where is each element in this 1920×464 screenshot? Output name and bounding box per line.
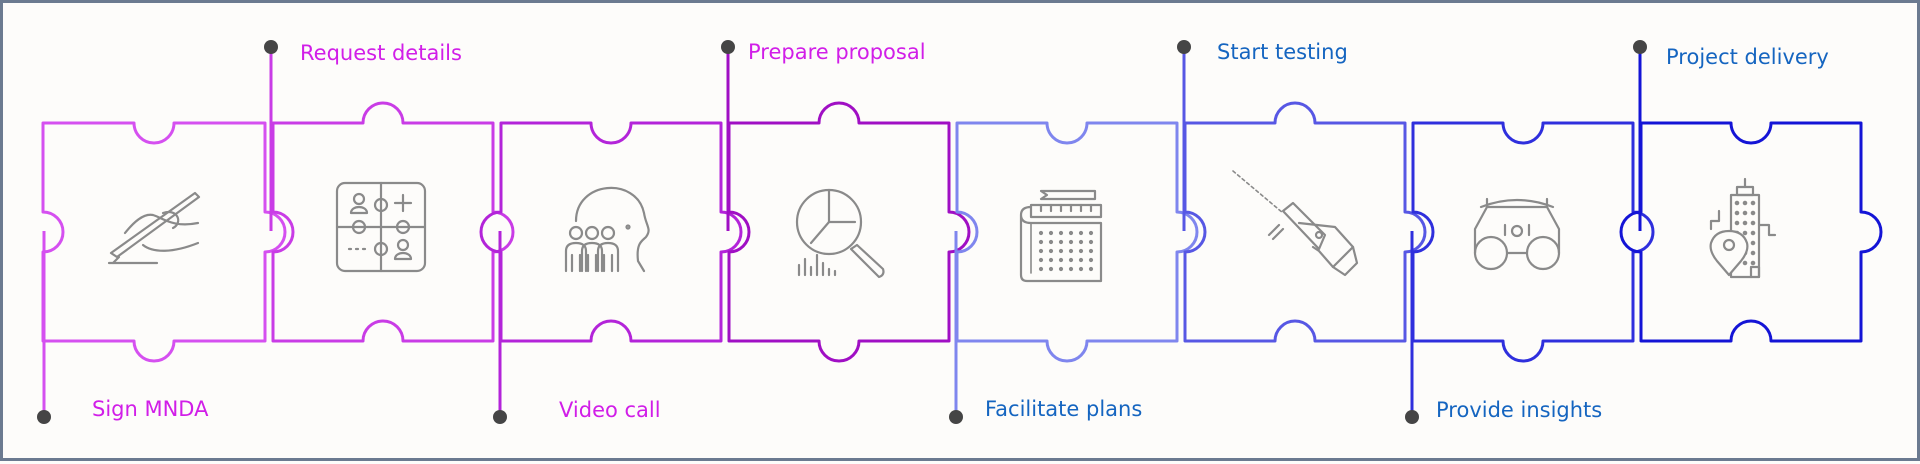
connector-7 (1405, 231, 1419, 424)
city-location-icon (1709, 177, 1777, 279)
connector-4 (721, 40, 735, 231)
binoculars-icon (1473, 197, 1561, 271)
connector-1 (37, 231, 51, 424)
connector-2 (264, 40, 278, 231)
connector-dot (493, 410, 507, 424)
step-label-request-details: Request details (300, 41, 462, 65)
connector-8 (1633, 40, 1647, 231)
connector-3 (493, 231, 507, 424)
step-label-project-delivery: Project delivery (1666, 45, 1829, 69)
puzzle-piece-video-call (479, 121, 743, 343)
puzzle-piece-start-testing (1183, 101, 1427, 343)
step-label-sign-mnda: Sign MNDA (92, 397, 209, 421)
connector-dot (1405, 410, 1419, 424)
connector-6 (1177, 40, 1191, 231)
step-label-video-call: Video call (559, 398, 661, 422)
connector-5 (949, 231, 963, 424)
connector-dot (721, 40, 735, 54)
chart-magnifier-icon (795, 188, 885, 279)
connector-dot (949, 410, 963, 424)
puzzle-piece-prepare-proposal (727, 101, 971, 363)
contract-sign-icon (107, 191, 201, 265)
connector-dot (1633, 40, 1647, 54)
puzzle-piece-provide-insights (1411, 121, 1655, 363)
step-label-facilitate-plans: Facilitate plans (985, 397, 1143, 421)
step-label-start-testing: Start testing (1217, 40, 1348, 64)
connector-dot (37, 410, 51, 424)
puzzle-diagram (37, 40, 1883, 424)
drill-icon (1232, 170, 1359, 277)
step-label-provide-insights: Provide insights (1436, 398, 1603, 422)
puzzle-piece-project-delivery (1619, 121, 1883, 343)
puzzle-piece-request-details (271, 101, 515, 343)
puzzle-team-icon (335, 181, 427, 273)
puzzle-piece-sign-mnda (41, 121, 287, 363)
puzzle-piece-facilitate-plans (955, 121, 1199, 363)
step-label-prepare-proposal: Prepare proposal (748, 40, 926, 64)
blueprint-plan-icon (1019, 189, 1103, 283)
connector-dot (1177, 40, 1191, 54)
team-head-icon (564, 187, 650, 273)
connector-dot (264, 40, 278, 54)
